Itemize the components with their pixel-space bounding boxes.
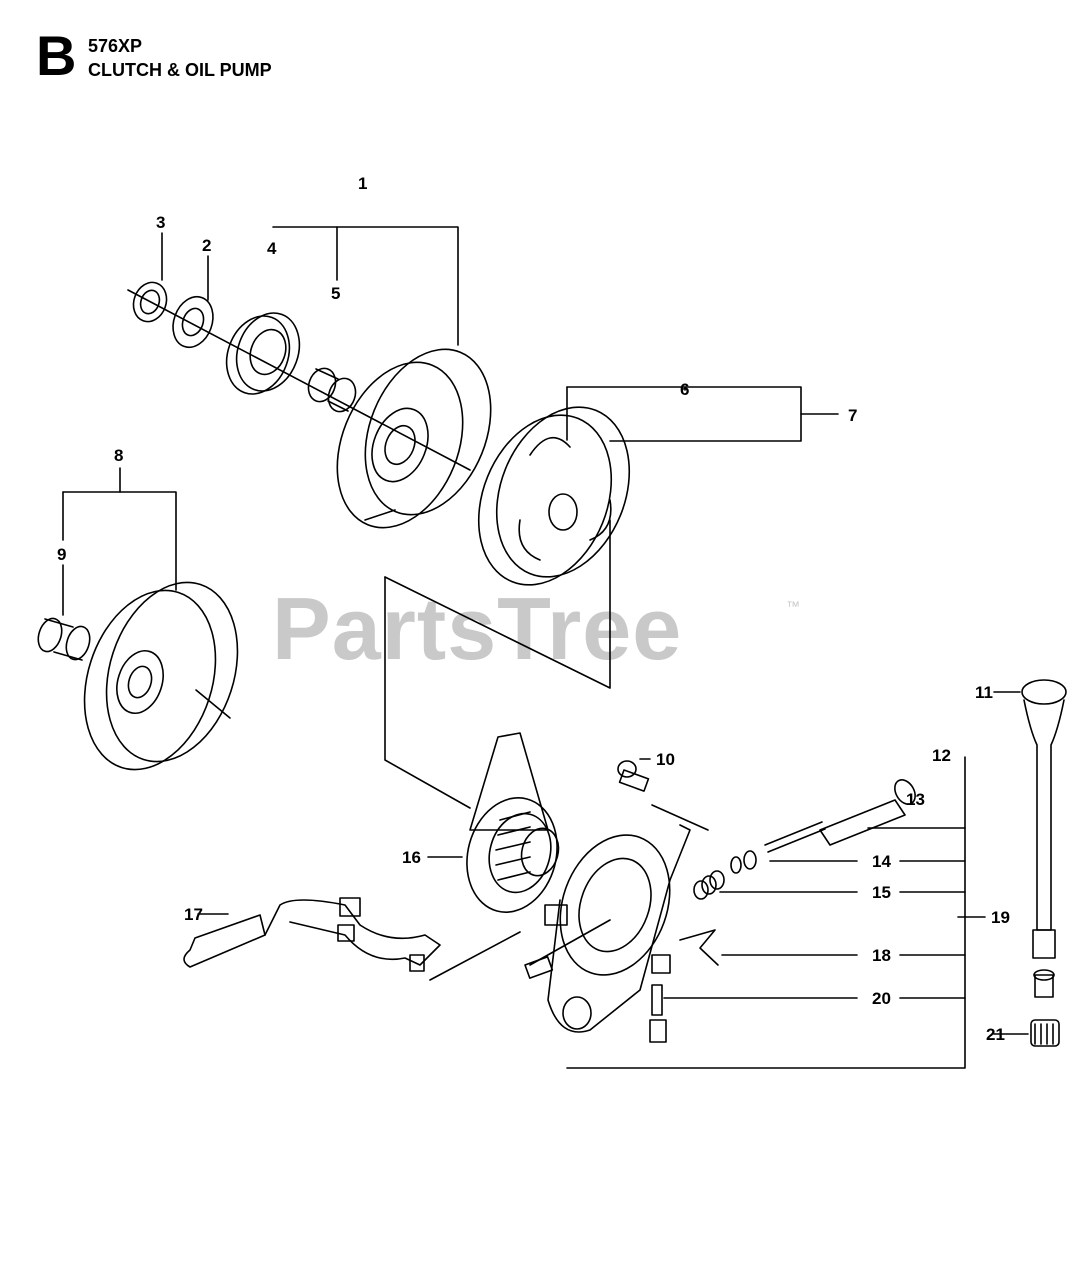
watermark-trademark: ™ (786, 598, 800, 614)
callout-10: 10 (656, 750, 675, 769)
callout-3: 3 (156, 213, 165, 232)
part-adjusting-screw (649, 984, 667, 1043)
callout-8: 8 (114, 446, 123, 465)
callout-5: 5 (331, 284, 340, 303)
callout-14: 14 (872, 852, 891, 871)
part-clutch-drum-alt (83, 581, 239, 771)
callout-2: 2 (202, 236, 211, 255)
bracket-lines (62, 226, 1029, 1069)
part-pump-plunger (764, 779, 916, 853)
part-worm-gear (466, 732, 560, 913)
callout-20: 20 (872, 989, 891, 1008)
part-circlip (132, 281, 168, 323)
part-clutch-assembly (477, 406, 631, 586)
watermark-text: PartsTree (272, 579, 683, 678)
callout-15: 15 (872, 883, 891, 902)
part-needle-bearing-upper (307, 367, 357, 413)
part-washer-spring (693, 850, 757, 900)
part-washer (172, 295, 214, 349)
callout-6: 6 (680, 380, 689, 399)
callout-17: 17 (184, 905, 203, 924)
callout-4: 4 (267, 239, 277, 258)
model-number: 576XP (88, 36, 143, 56)
part-clutch-drum (336, 348, 492, 529)
part-needle-bearing-lower (37, 617, 91, 661)
callout-16: 16 (402, 848, 421, 867)
part-oil-hose (183, 897, 441, 972)
diagram-title: CLUTCH & OIL PUMP (88, 60, 272, 80)
callout-labels: 1 2 3 4 5 6 7 8 9 10 11 12 13 14 15 16 1… (57, 174, 1010, 1044)
part-rim-sprocket (225, 312, 301, 395)
callout-21: 21 (986, 1025, 1005, 1044)
callout-9: 9 (57, 545, 66, 564)
callout-11: 11 (975, 683, 993, 702)
part-oil-tube-filter (1021, 679, 1067, 1047)
callout-7: 7 (848, 406, 857, 425)
section-letter: B (36, 24, 77, 87)
callout-19: 19 (991, 908, 1010, 927)
part-oil-pump-housing (524, 824, 691, 1033)
part-arrow-plate (679, 929, 719, 966)
callout-12: 12 (932, 746, 951, 765)
callout-18: 18 (872, 946, 891, 965)
callout-13: 13 (906, 790, 925, 809)
part-screw (617, 760, 650, 792)
callout-1: 1 (358, 174, 367, 193)
